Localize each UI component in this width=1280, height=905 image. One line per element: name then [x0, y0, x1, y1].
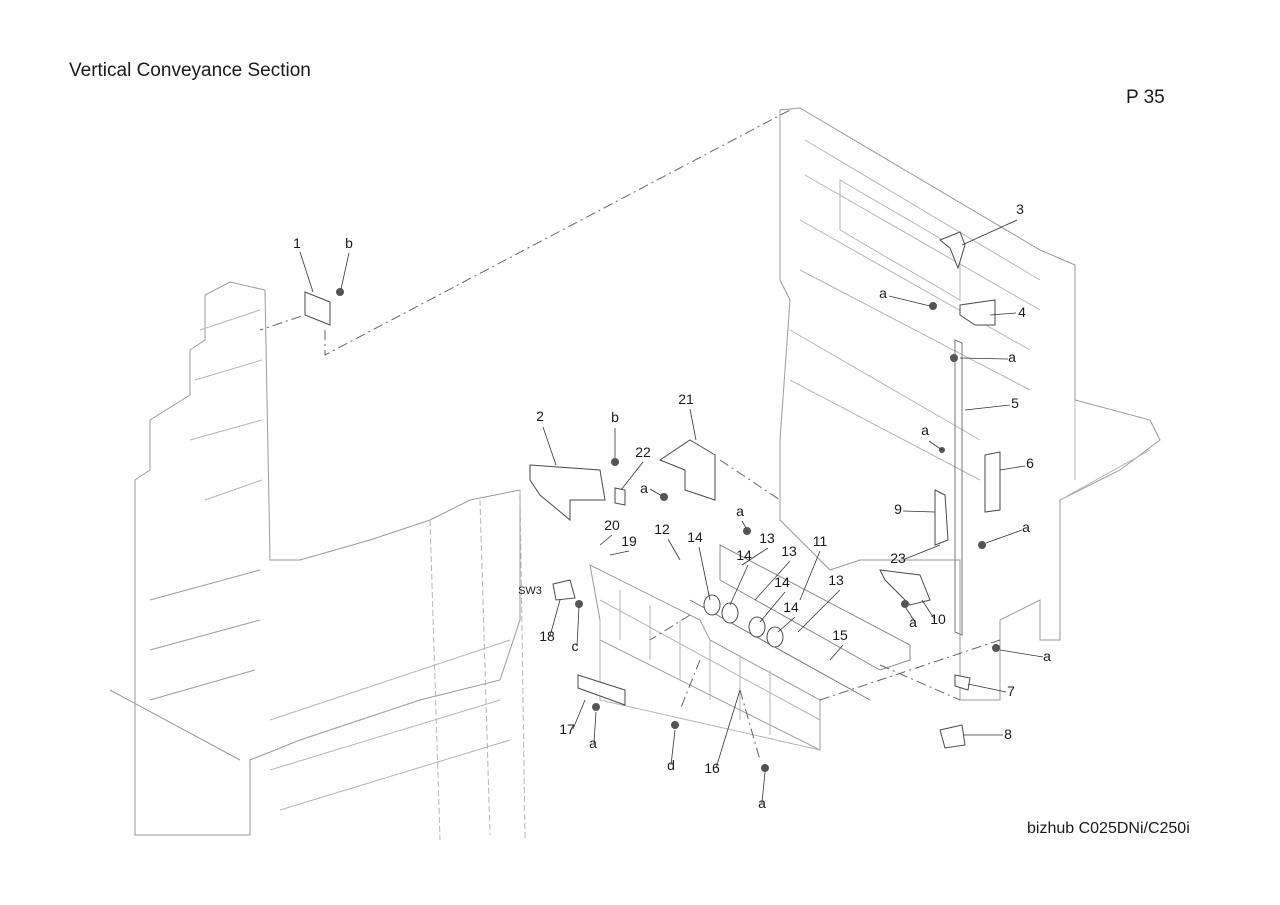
callout-label-c14d: 14: [783, 599, 799, 615]
screws: [336, 288, 1000, 772]
page-number: P 35: [1126, 87, 1165, 108]
part-drawings: [304, 231, 1001, 772]
callout-label-c18: 18: [539, 628, 555, 644]
part-8-lever: [939, 724, 966, 749]
part-18-switch: [552, 579, 576, 601]
callout-label-c23: 23: [890, 550, 906, 566]
callout-label-cb1: b: [345, 235, 353, 251]
callout-label-c14a: 14: [687, 529, 703, 545]
part-17-guide: [577, 674, 626, 706]
frame-drawings: [109, 107, 1161, 841]
callout-label-ca9: a: [909, 614, 917, 630]
callout-label-c16: 16: [704, 760, 720, 776]
callout-label-ca10: a: [1043, 648, 1051, 664]
callout-label-c7: 7: [1007, 683, 1015, 699]
part-1-bracket: [304, 291, 331, 326]
callout-label-c22: 22: [635, 444, 651, 460]
callout-label-c8: 8: [1004, 726, 1012, 742]
callout-label-c13c: 13: [828, 572, 844, 588]
rollers-14: [703, 594, 784, 648]
part-4-bracket: [959, 299, 996, 326]
callout-label-c12: 12: [654, 521, 670, 537]
callout-label-c9: 9: [894, 501, 902, 517]
callout-label-c14b: 14: [736, 547, 752, 563]
callout-label-c15: 15: [832, 627, 848, 643]
callout-label-c6: 6: [1026, 455, 1034, 471]
roller-shaft: [689, 599, 871, 701]
callout-label-c17: 17: [559, 721, 575, 737]
callout-label-c19: 19: [621, 533, 637, 549]
callout-label-c13b: 13: [781, 543, 797, 559]
callout-label-c1: 1: [293, 235, 301, 251]
part-22-clip: [614, 487, 626, 506]
model-name: bizhub C025DNi/C250i: [1027, 820, 1190, 837]
part-6-board: [984, 451, 1001, 513]
callout-label-cb2: b: [611, 409, 619, 425]
part-7-spring: [954, 674, 971, 691]
callout-label-c11: 11: [813, 533, 828, 549]
callout-label-ca3: a: [589, 735, 597, 751]
callout-label-ca2: a: [736, 503, 744, 519]
part-21-bracket: [658, 439, 716, 501]
page-title: Vertical Conveyance Section: [69, 60, 311, 81]
left-main-frame: [134, 281, 521, 836]
callout-label-ca8: a: [1022, 519, 1030, 535]
callout-label-c14c: 14: [774, 574, 790, 590]
part-10-bracket: [879, 569, 931, 606]
part-3-sensor: [939, 231, 966, 270]
callout-label-ca4: a: [758, 795, 766, 811]
callout-label-c4: 4: [1018, 304, 1026, 320]
callout-label-c5: 5: [1011, 395, 1019, 411]
callout-label-cc: c: [572, 638, 579, 654]
callout-label-ca1: a: [640, 480, 648, 496]
part-9-bracket: [934, 489, 949, 546]
callout-label-ca7: a: [921, 422, 929, 438]
vertical-rail: [954, 339, 963, 636]
leader-lines: [299, 219, 1044, 804]
callout-label-csw3: SW3: [518, 585, 542, 597]
right-machine-body: [779, 107, 1161, 701]
callout-label-ca5: a: [879, 285, 887, 301]
callout-label-ca6: a: [1008, 349, 1016, 365]
callout-label-c2: 2: [536, 408, 544, 424]
callout-label-cd: d: [667, 757, 675, 773]
callout-label-c20: 20: [604, 517, 620, 533]
callout-label-c21: 21: [678, 391, 694, 407]
part-2-bracket: [529, 464, 606, 522]
callout-label-c3: 3: [1016, 201, 1024, 217]
callout-label-c13a: 13: [759, 530, 775, 546]
callout-label-c10: 10: [930, 611, 946, 627]
